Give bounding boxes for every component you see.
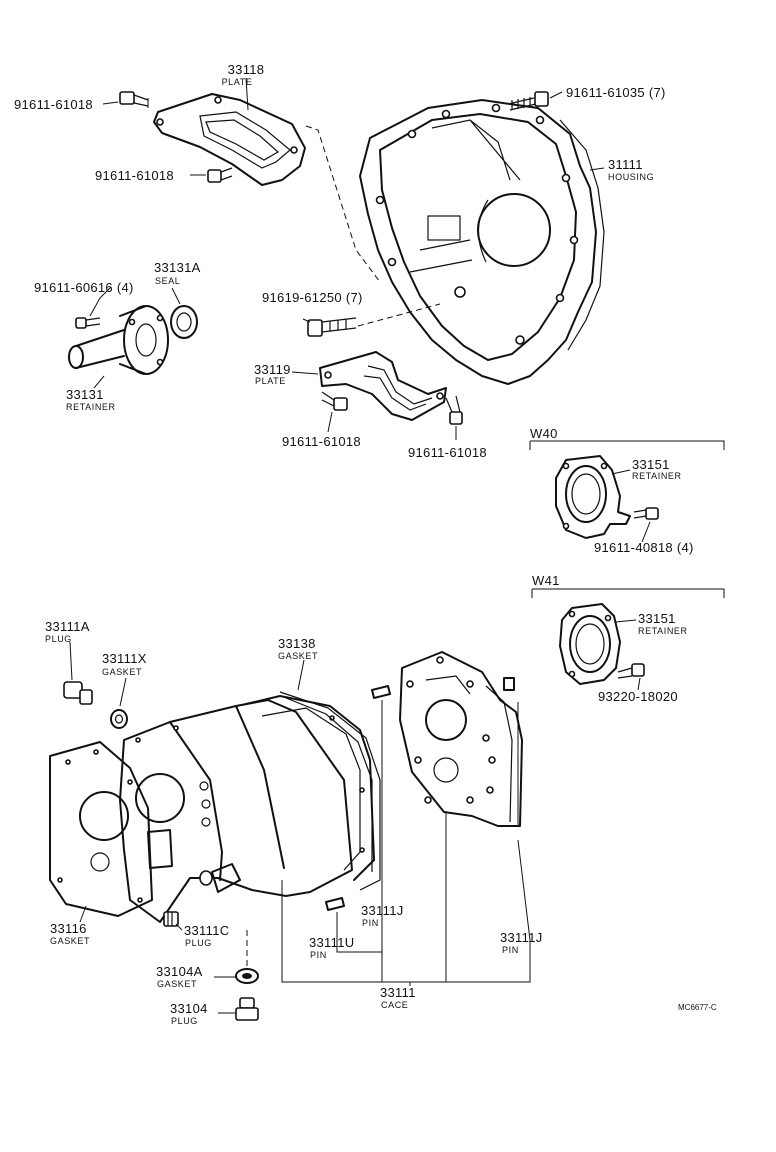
label-bolt-plate2-right: 91611-61018 — [408, 445, 487, 460]
case-rear-plate-drawing — [399, 651, 523, 827]
label-bolt-plate-lower: 91611-61018 — [95, 168, 174, 183]
assembly-line-bolt-housing — [357, 303, 441, 327]
label-pin-33111u-name: PIN — [310, 950, 327, 960]
label-plug-33111a-number: 33111A — [45, 619, 90, 634]
label-plug-33111c-name: PLUG — [185, 938, 212, 948]
pin-33111j-top-drawing — [371, 685, 391, 699]
bolt-91611-40818-drawing — [633, 507, 659, 520]
label-pin-33111j-middle-number: 33111J — [361, 903, 404, 918]
w41-variant-group — [531, 588, 725, 685]
label-gasket-33111x-number: 33111X — [102, 651, 147, 666]
label-retainer-33131-number: 33131 — [66, 387, 104, 402]
bolt-93220-18020-drawing — [617, 663, 645, 679]
gasket-33111x-drawing — [110, 709, 128, 729]
label-plug-33104-name: PLUG — [171, 1016, 198, 1026]
label-bolt-w41: 93220-18020 — [598, 689, 678, 704]
label-plate-33118-name: PLATE — [222, 77, 253, 87]
label-gasket-33104a-number: 33104A — [156, 964, 203, 979]
pin-33111j-right-drawing — [503, 677, 515, 691]
housing-31111-drawing — [359, 99, 605, 385]
label-gasket-33116-name: GASKET — [50, 936, 90, 946]
label-plug-33111c-number: 33111C — [184, 923, 229, 938]
label-plate-33118-number: 33118 — [228, 62, 265, 77]
case-33111-drawing — [119, 695, 375, 923]
label-housing-name: HOUSING — [608, 172, 654, 182]
label-retainer-w40-number: 33151 — [632, 457, 670, 472]
label-gasket-33116-number: 33116 — [50, 921, 87, 936]
label-bolt-top-left: 91611-61018 — [14, 97, 93, 112]
label-bolt-housing-top: 91611-61035 (7) — [566, 85, 666, 100]
label-bolt-w40: 91611-40818 (4) — [594, 540, 694, 555]
label-retainer-w41-name: RETAINER — [638, 626, 688, 636]
label-plug-33104-number: 33104 — [170, 1001, 208, 1016]
w40-variant-group — [529, 440, 725, 539]
label-seal-name: SEAL — [155, 276, 180, 286]
retainer-33131-drawing — [68, 305, 169, 375]
bolt-91611-60616-drawing — [75, 317, 101, 329]
label-retainer-w41-number: 33151 — [638, 611, 676, 626]
bolt-91611-61018-plate2-right-drawing — [445, 395, 463, 425]
plate-33119-drawing — [319, 351, 447, 421]
pin-33111u-drawing — [325, 897, 345, 911]
assembly-line-plate-housing — [305, 125, 381, 283]
part-labels: 33118 PLATE 91611-61018 91611-61018 9161… — [14, 62, 717, 1026]
plug-33111a-drawing — [63, 681, 93, 705]
plug-33111c-drawing — [163, 911, 179, 927]
bolt-91611-61018-lower-drawing — [207, 167, 233, 183]
label-gasket-33104a-name: GASKET — [157, 979, 197, 989]
label-pin-33111j-right-name: PIN — [502, 945, 519, 955]
label-pin-33111j-right-number: 33111J — [500, 930, 543, 945]
label-pin-33111j-middle-name: PIN — [362, 918, 379, 928]
leader-lines — [69, 77, 651, 1014]
label-pin-33111u-number: 33111U — [309, 935, 354, 950]
label-gasket-33138-number: 33138 — [278, 636, 316, 651]
label-seal-number: 33131A — [154, 260, 201, 275]
drawing-code: MC6677-C — [678, 1003, 717, 1012]
plug-33104-drawing — [235, 997, 259, 1021]
bolt-91619-61250-drawing — [307, 317, 357, 337]
label-plate-33119-number: 33119 — [254, 362, 291, 377]
label-bolt-retainer: 91611-60616 (4) — [34, 280, 134, 295]
label-case-number: 33111 — [380, 985, 416, 1000]
label-variant-w40: W40 — [530, 426, 558, 441]
label-case-name: CACE — [381, 1000, 408, 1010]
label-retainer-33131-name: RETAINER — [66, 402, 116, 412]
label-gasket-33138-name: GASKET — [278, 651, 318, 661]
gasket-33116-drawing — [49, 741, 153, 917]
plate-33118-drawing — [153, 93, 306, 186]
label-gasket-33111x-name: GASKET — [102, 667, 142, 677]
gasket-33138-drawing — [279, 691, 381, 891]
bolt-91611-61018-plate2-left-drawing — [321, 391, 348, 411]
label-plug-33111a-name: PLUG — [45, 634, 72, 644]
label-plate-33119-name: PLATE — [255, 376, 286, 386]
label-variant-w41: W41 — [532, 573, 560, 588]
label-housing-number: 31111 — [608, 157, 643, 172]
bolt-91611-61018-top-drawing — [119, 91, 149, 108]
seal-33131a-drawing — [170, 305, 198, 339]
label-bolt-housing-mid: 91619-61250 (7) — [262, 290, 363, 305]
label-retainer-w40-name: RETAINER — [632, 471, 682, 481]
label-bolt-plate2-left: 91611-61018 — [282, 434, 361, 449]
gasket-33104a-drawing — [235, 968, 259, 984]
